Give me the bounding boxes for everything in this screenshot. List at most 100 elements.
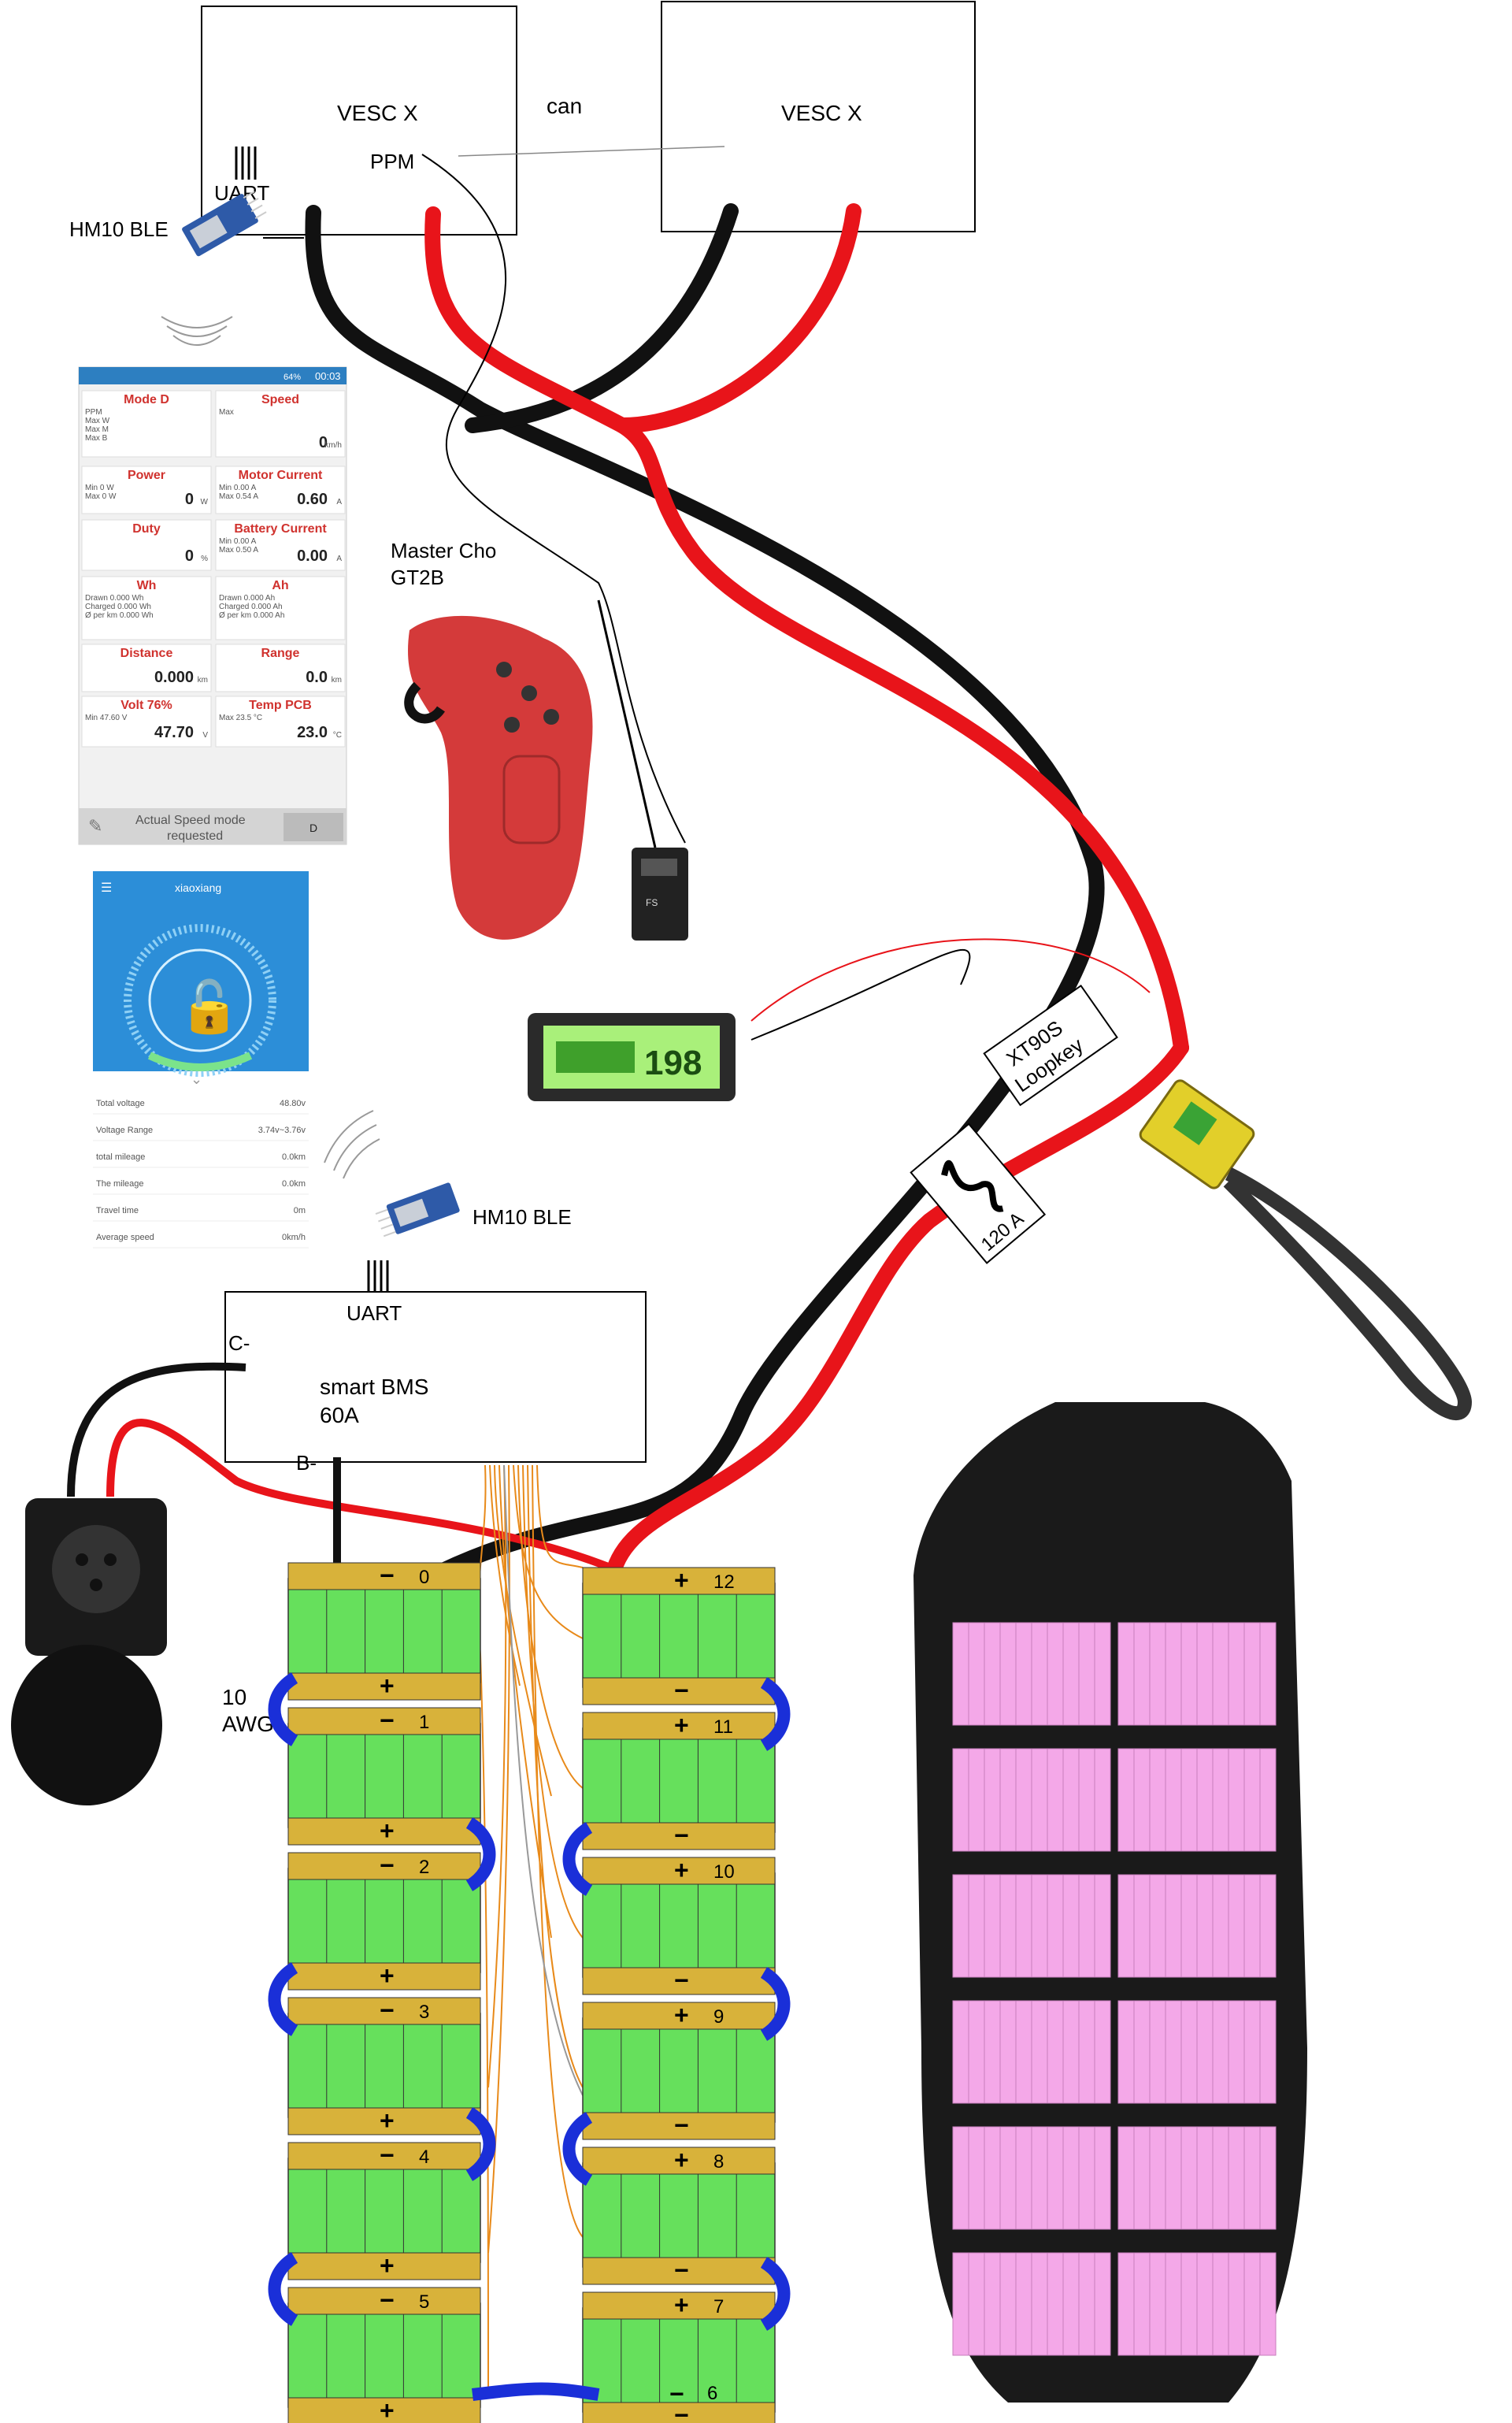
cell-group-number: 4 — [419, 2147, 429, 2168]
cell-group: + − 8 — [582, 2146, 776, 2285]
master-cho-label-2: GT2B — [391, 566, 444, 589]
busbar-bottom-sign: + — [380, 2106, 395, 2135]
master-cho-label-1: Master Cho — [391, 539, 496, 562]
app-card-row: Max 0 W — [85, 492, 117, 501]
app-card-row: Max 0.50 A — [219, 546, 258, 555]
bms-label-1: smart BMS — [320, 1375, 428, 1399]
cell-group-number: 0 — [419, 1567, 429, 1588]
bms-row-value: 0km/h — [282, 1233, 306, 1242]
busbar-bottom-sign: − — [674, 2401, 689, 2423]
bms-box: UART smart BMS 60A C- B- — [224, 1291, 647, 1475]
busbar-top-sign: − — [380, 1706, 395, 1735]
unlock-icon[interactable]: 🔓 — [178, 978, 241, 1035]
app-card-row: Drawn 0.000 Ah — [219, 594, 275, 603]
busbar-top-sign: − — [380, 2286, 395, 2314]
bms-row-value: 3.74v~3.76v — [258, 1126, 306, 1135]
speed-mode-button-label: D — [309, 822, 317, 834]
app-card-row: Max 0.54 A — [219, 492, 258, 501]
busbar-bottom-sign: − — [669, 2380, 684, 2408]
app-card-title: Ah — [272, 579, 288, 592]
cell-group: +−10 — [582, 1856, 776, 1995]
busbar-bottom-sign: + — [380, 2251, 395, 2280]
bms-app-title: xiaoxiang — [175, 881, 221, 894]
bms-row-value: 48.80v — [280, 1099, 306, 1108]
bms-row-value: 0m — [294, 1206, 306, 1215]
chevron-down-icon[interactable]: ⌄ — [191, 1071, 202, 1087]
cell-group-number: 7 — [713, 2296, 724, 2317]
vesc-left-label: VESC X — [337, 101, 418, 125]
cell-group-number: 2 — [419, 1857, 429, 1878]
app-card-row: Ø per km 0.000 Ah — [219, 611, 284, 620]
cell-group: +−11 — [582, 1711, 776, 1850]
cell-group-number: 3 — [419, 2002, 429, 2023]
app-card-row: Min 0.00 A — [219, 537, 257, 546]
svg-text:FS: FS — [646, 897, 658, 908]
charge-port — [11, 1362, 616, 1805]
vesc-right-box: VESC X — [661, 1, 976, 232]
busbar-bottom-sign: − — [674, 1676, 689, 1705]
app-card-row: Max B — [85, 434, 108, 443]
hm10-top-module — [182, 191, 267, 257]
busbar-top-sign: + — [674, 2146, 689, 2174]
app-card-unit: A — [336, 498, 342, 506]
cell-group-number: 12 — [713, 1571, 735, 1593]
busbar-top-sign: + — [674, 1711, 689, 1739]
app-card-value: 47.70 — [154, 724, 194, 741]
app-card-unit: A — [336, 555, 342, 563]
can-bus-line — [458, 146, 725, 157]
cell-group: −+3 — [287, 1996, 481, 2135]
fuse-120a: 120 A — [910, 1122, 1047, 1264]
app-card-unit: V — [202, 731, 208, 740]
cell-group-number: 1 — [419, 1712, 429, 1733]
app-card-value: 0.60 — [297, 491, 328, 508]
bms-row-value: 0.0km — [282, 1152, 306, 1162]
cell-group: −+5 — [287, 2286, 481, 2423]
app-card-title: Mode D — [124, 393, 169, 406]
cell-group-number: 5 — [419, 2291, 429, 2313]
busbar-bottom-sign: − — [674, 1966, 689, 1994]
busbar-bottom-sign: + — [380, 1961, 395, 1990]
busbar-top-sign: − — [380, 1851, 395, 1879]
series-link — [268, 1962, 298, 2036]
app-card-unit: °C — [333, 731, 342, 740]
busbar-top-sign: + — [674, 1856, 689, 1884]
app-status-battery: 64% — [284, 373, 301, 382]
app-card-value: 0 — [319, 434, 328, 451]
charge-port-black-wire — [67, 1362, 246, 1497]
bms-row-label: Voltage Range — [96, 1126, 153, 1135]
vesc-left-box: VESC X PPM — [201, 6, 517, 236]
speed-mode-button[interactable] — [284, 813, 343, 841]
awg-label-2: AWG — [222, 1712, 274, 1736]
cell-group-number: 6 — [707, 2383, 717, 2404]
uart-bottom-connector — [367, 1260, 389, 1292]
busbar-bottom-sign: − — [674, 2111, 689, 2139]
voltmeter-black-wire — [750, 949, 971, 1041]
app-card-value: 0 — [185, 491, 194, 508]
series-link — [760, 2257, 791, 2331]
cell-group-number: 11 — [713, 1716, 733, 1738]
battery-enclosure — [914, 1402, 1307, 2403]
rc-receiver: FS — [597, 599, 688, 941]
cell-groups: −+0−+1−+2−+3−+4−+5+−12+−11+−10+−9+−8+−76… — [268, 1561, 791, 2423]
app-card-value: 0.000 — [154, 669, 194, 686]
app-card-title: Temp PCB — [249, 699, 312, 712]
cell-group-number: 8 — [713, 2151, 724, 2173]
busbar-bottom-sign: − — [674, 2256, 689, 2284]
app-card-unit: km/h — [324, 441, 342, 450]
app-card-row: Charged 0.000 Wh — [85, 603, 151, 611]
series-link — [562, 1822, 593, 1896]
app-card-value: 0.0 — [306, 669, 328, 686]
app-card-title: Wh — [137, 579, 157, 592]
app-card-row: Min 0 W — [85, 484, 114, 492]
master-cho-remote: Master Cho GT2B — [391, 539, 593, 940]
edit-icon[interactable]: ✎ — [88, 816, 102, 836]
balance-harness — [477, 1464, 584, 2395]
cell-group: +−7 — [582, 2291, 776, 2423]
menu-icon[interactable]: ☰ — [101, 881, 112, 895]
